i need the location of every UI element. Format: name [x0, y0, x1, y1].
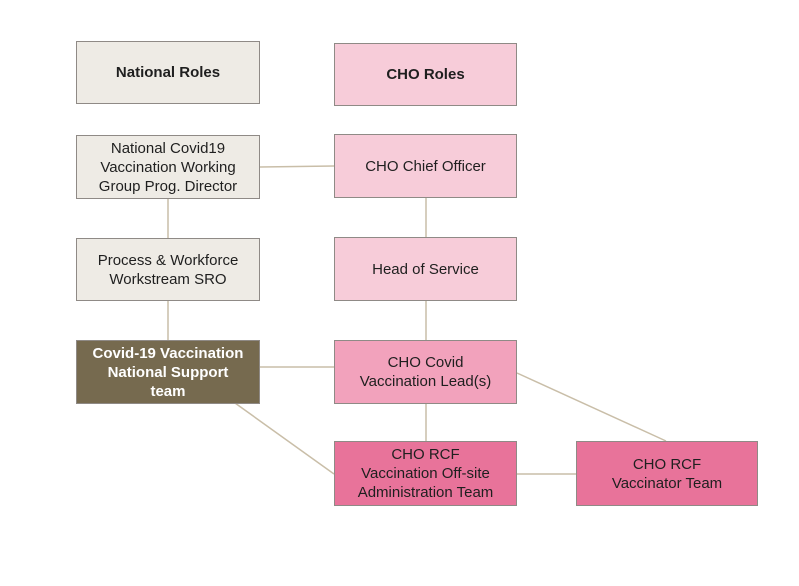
- cho-vaccination-lead-label: CHO Covid Vaccination Lead(s): [359, 354, 492, 390]
- national-support-node: Covid-19 Vaccination National Support te…: [76, 340, 260, 404]
- cho-chief-label: CHO Chief Officer: [365, 157, 486, 175]
- cho-chief-node: CHO Chief Officer: [334, 134, 517, 198]
- cho-vaccination-lead-node: CHO Covid Vaccination Lead(s): [334, 340, 517, 404]
- rcf-vaccinator-team-label: CHO RCF Vaccinator Team: [611, 455, 723, 492]
- national-director-label: National Covid19 Vaccination Working Gro…: [98, 139, 238, 195]
- national-director-node: National Covid19 Vaccination Working Gro…: [76, 135, 260, 199]
- workstream-sro-label: Process & Workforce Workstream SRO: [97, 251, 239, 288]
- connector-director-chief: [259, 165, 335, 168]
- national-roles-label: National Roles: [115, 64, 221, 81]
- rcf-vaccinator-team-node: CHO RCF Vaccinator Team: [576, 441, 758, 506]
- national-roles-header: National Roles: [76, 41, 260, 104]
- head-of-service-node: Head of Service: [334, 237, 517, 301]
- cho-roles-header: CHO Roles: [334, 43, 517, 106]
- national-support-label: Covid-19 Vaccination National Support te…: [92, 344, 244, 400]
- cho-roles-label: CHO Roles: [386, 66, 465, 83]
- connector-support-admin: [227, 397, 335, 475]
- rcf-admin-team-node: CHO RCF Vaccination Off-site Administrat…: [334, 441, 517, 506]
- workstream-sro-node: Process & Workforce Workstream SRO: [76, 238, 260, 301]
- connector-lead-vaccinator: [516, 372, 667, 442]
- rcf-admin-team-label: CHO RCF Vaccination Off-site Administrat…: [357, 446, 494, 501]
- head-of-service-label: Head of Service: [372, 260, 479, 278]
